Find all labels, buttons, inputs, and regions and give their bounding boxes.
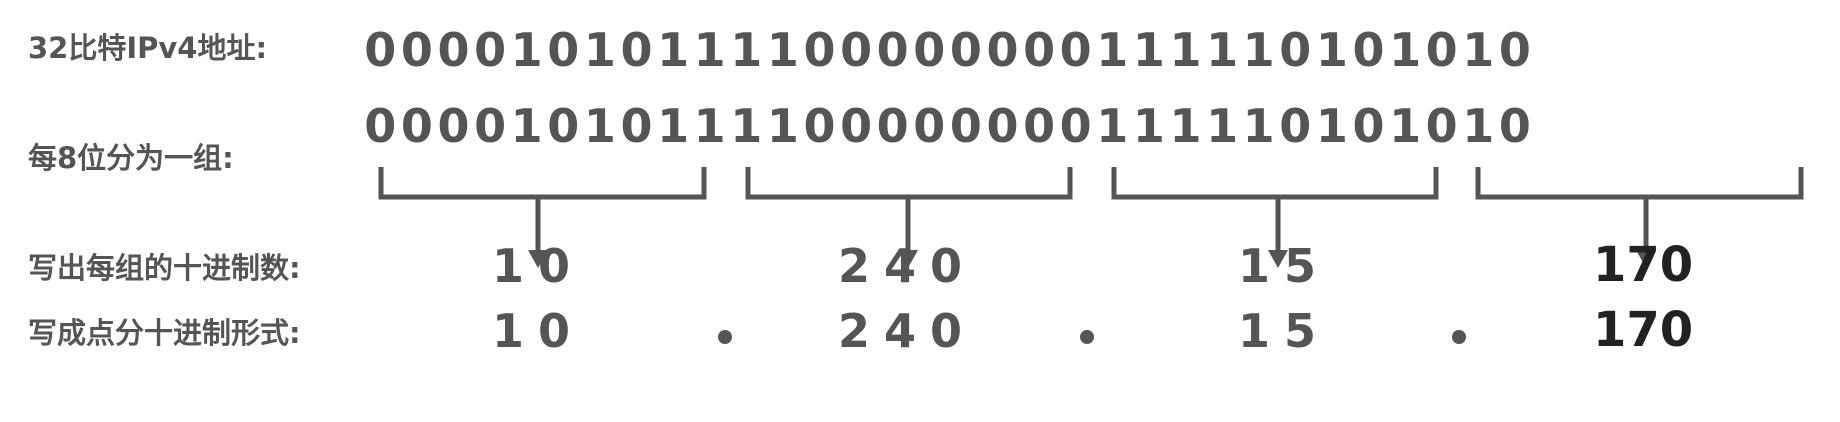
bit-digit: 0: [1425, 99, 1458, 153]
group-arrow-head-2: [898, 250, 918, 268]
bit-digit: 0: [547, 23, 580, 77]
bit-digit: 1: [510, 23, 543, 77]
bit-digit: 0: [986, 23, 1019, 77]
bit-digit: 0: [840, 23, 873, 77]
bit-digit: 0: [913, 23, 946, 77]
bit-digit: 1: [693, 99, 726, 153]
bit-digit: 0: [1425, 23, 1458, 77]
decimal-value-group-2: 240: [838, 239, 977, 293]
group-arrow-head-4: [1636, 250, 1656, 268]
dot-separator-1: [718, 330, 732, 344]
dotted-value-group-1: 10: [492, 304, 585, 358]
bit-digit: 1: [1169, 99, 1202, 153]
bit-digit: 1: [510, 99, 543, 153]
bit-digit: 0: [1352, 23, 1385, 77]
bit-digit: 1: [730, 23, 763, 77]
bit-digit: 0: [840, 99, 873, 153]
bit-digit: 0: [876, 99, 909, 153]
bit-digit: 0: [949, 99, 982, 153]
bit-digit: 0: [1059, 99, 1092, 153]
group-bracket-4: [1475, 167, 1804, 200]
bit-digit: 0: [620, 23, 653, 77]
bit-digit: 1: [657, 99, 690, 153]
dot-separator-3: [1452, 330, 1466, 344]
bit-digit: 0: [1498, 99, 1531, 153]
dot-separator-2: [1080, 330, 1094, 344]
bit-digit: 0: [547, 99, 580, 153]
bit-digit: 0: [1279, 99, 1312, 153]
bit-digit: 0: [400, 99, 433, 153]
bit-digit: 1: [1206, 23, 1239, 77]
bit-digit: 1: [1132, 99, 1165, 153]
bit-digit: 0: [913, 99, 946, 153]
bit-digit: 1: [766, 23, 799, 77]
bit-digit: 0: [1498, 23, 1531, 77]
bit-digit: 0: [400, 23, 433, 77]
bit-digit: 1: [1096, 23, 1129, 77]
bit-digit: 0: [1023, 23, 1056, 77]
bit-digit: 1: [766, 99, 799, 153]
bit-digit: 0: [437, 23, 470, 77]
bit-digit: 0: [437, 99, 470, 153]
bit-digit: 1: [1462, 23, 1495, 77]
label-dotted-decimal-form: 写成点分十进制形式:: [28, 316, 301, 350]
bit-digit: 1: [1132, 23, 1165, 77]
bit-digit: 1: [730, 99, 763, 153]
bit-digit: 1: [1389, 99, 1422, 153]
bit-digit: 0: [986, 99, 1019, 153]
bit-digit: 1: [657, 23, 690, 77]
bit-digit: 0: [364, 23, 397, 77]
bit-digit: 1: [1096, 99, 1129, 153]
bit-digit: 1: [1389, 23, 1422, 77]
decimal-value-group-3: 15: [1238, 239, 1331, 293]
bit-digit: 0: [1279, 23, 1312, 77]
dotted-value-group-3: 15: [1238, 304, 1331, 358]
bit-digit: 1: [1315, 99, 1348, 153]
bit-digit: 1: [1242, 99, 1275, 153]
bit-digit: 1: [693, 23, 726, 77]
bit-digit: 0: [803, 99, 836, 153]
label-group-every-8-bits: 每8位分为一组:: [28, 141, 234, 175]
group-bracket-2: [745, 167, 1073, 200]
bit-digit: 1: [1315, 23, 1348, 77]
bit-digit: 0: [1352, 99, 1385, 153]
bit-digit: 1: [1242, 23, 1275, 77]
decimal-value-group-4: 170: [1593, 237, 1694, 293]
bit-digit: 0: [474, 99, 507, 153]
group-bracket-1: [378, 167, 707, 200]
bit-digit: 1: [583, 23, 616, 77]
bit-digit: 0: [803, 23, 836, 77]
bit-digit: 0: [949, 23, 982, 77]
bit-digit: 0: [1059, 23, 1092, 77]
label-write-decimal-per-group: 写出每组的十进制数:: [28, 251, 301, 285]
decimal-value-group-1: 10: [492, 239, 585, 293]
group-bracket-3: [1111, 167, 1439, 200]
bit-digit: 0: [364, 99, 397, 153]
bit-digit: 0: [1023, 99, 1056, 153]
bit-digit: 0: [876, 23, 909, 77]
dotted-value-group-4: 170: [1593, 302, 1694, 358]
label-32bit-ipv4-address: 32比特IPv4地址:: [28, 31, 268, 65]
group-arrow-head-1: [528, 250, 548, 268]
bit-digit: 1: [1206, 99, 1239, 153]
dotted-value-group-2: 240: [838, 304, 977, 358]
bit-digit: 0: [474, 23, 507, 77]
bit-digit: 1: [1169, 23, 1202, 77]
bit-digit: 1: [583, 99, 616, 153]
bit-digit: 0: [620, 99, 653, 153]
group-arrow-head-3: [1268, 250, 1288, 268]
bit-digit: 1: [1462, 99, 1495, 153]
